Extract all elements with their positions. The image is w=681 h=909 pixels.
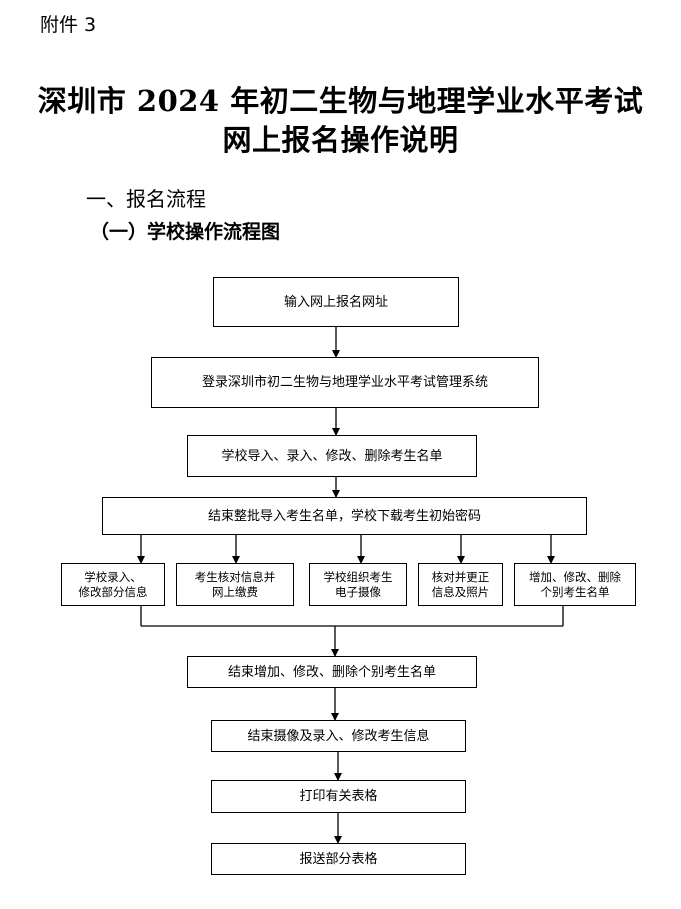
- step-finish-photo: 结束摄像及录入、修改考生信息: [211, 720, 466, 752]
- step-finish-import: 结束整批导入考生名单，学校下载考生初始密码: [102, 497, 587, 535]
- branch-school-edit: 学校录入、修改部分信息: [61, 563, 165, 606]
- step-print-forms: 打印有关表格: [211, 780, 466, 813]
- section-heading: 一、报名流程: [86, 187, 206, 211]
- step-finish-individual: 结束增加、修改、删除个别考生名单: [187, 656, 477, 688]
- branch-student-pay: 考生核对信息并网上缴费: [176, 563, 294, 606]
- branch-individual-edit: 增加、修改、删除个别考生名单: [514, 563, 636, 606]
- step-enter-url: 输入网上报名网址: [213, 277, 459, 327]
- branch-photo: 学校组织考生电子摄像: [309, 563, 407, 606]
- step-login-system: 登录深圳市初二生物与地理学业水平考试管理系统: [151, 357, 539, 408]
- page-title-line-1: 深圳市 2024 年初二生物与地理学业水平考试: [37, 84, 644, 118]
- subsection-heading: （一）学校操作流程图: [90, 221, 281, 243]
- attachment-label: 附件 3: [40, 14, 97, 36]
- branch-verify-correct: 核对并更正信息及照片: [418, 563, 503, 606]
- page-title-line-2: 网上报名操作说明: [222, 123, 459, 157]
- step-submit-forms: 报送部分表格: [211, 843, 466, 875]
- step-import-students: 学校导入、录入、修改、删除考生名单: [187, 435, 477, 477]
